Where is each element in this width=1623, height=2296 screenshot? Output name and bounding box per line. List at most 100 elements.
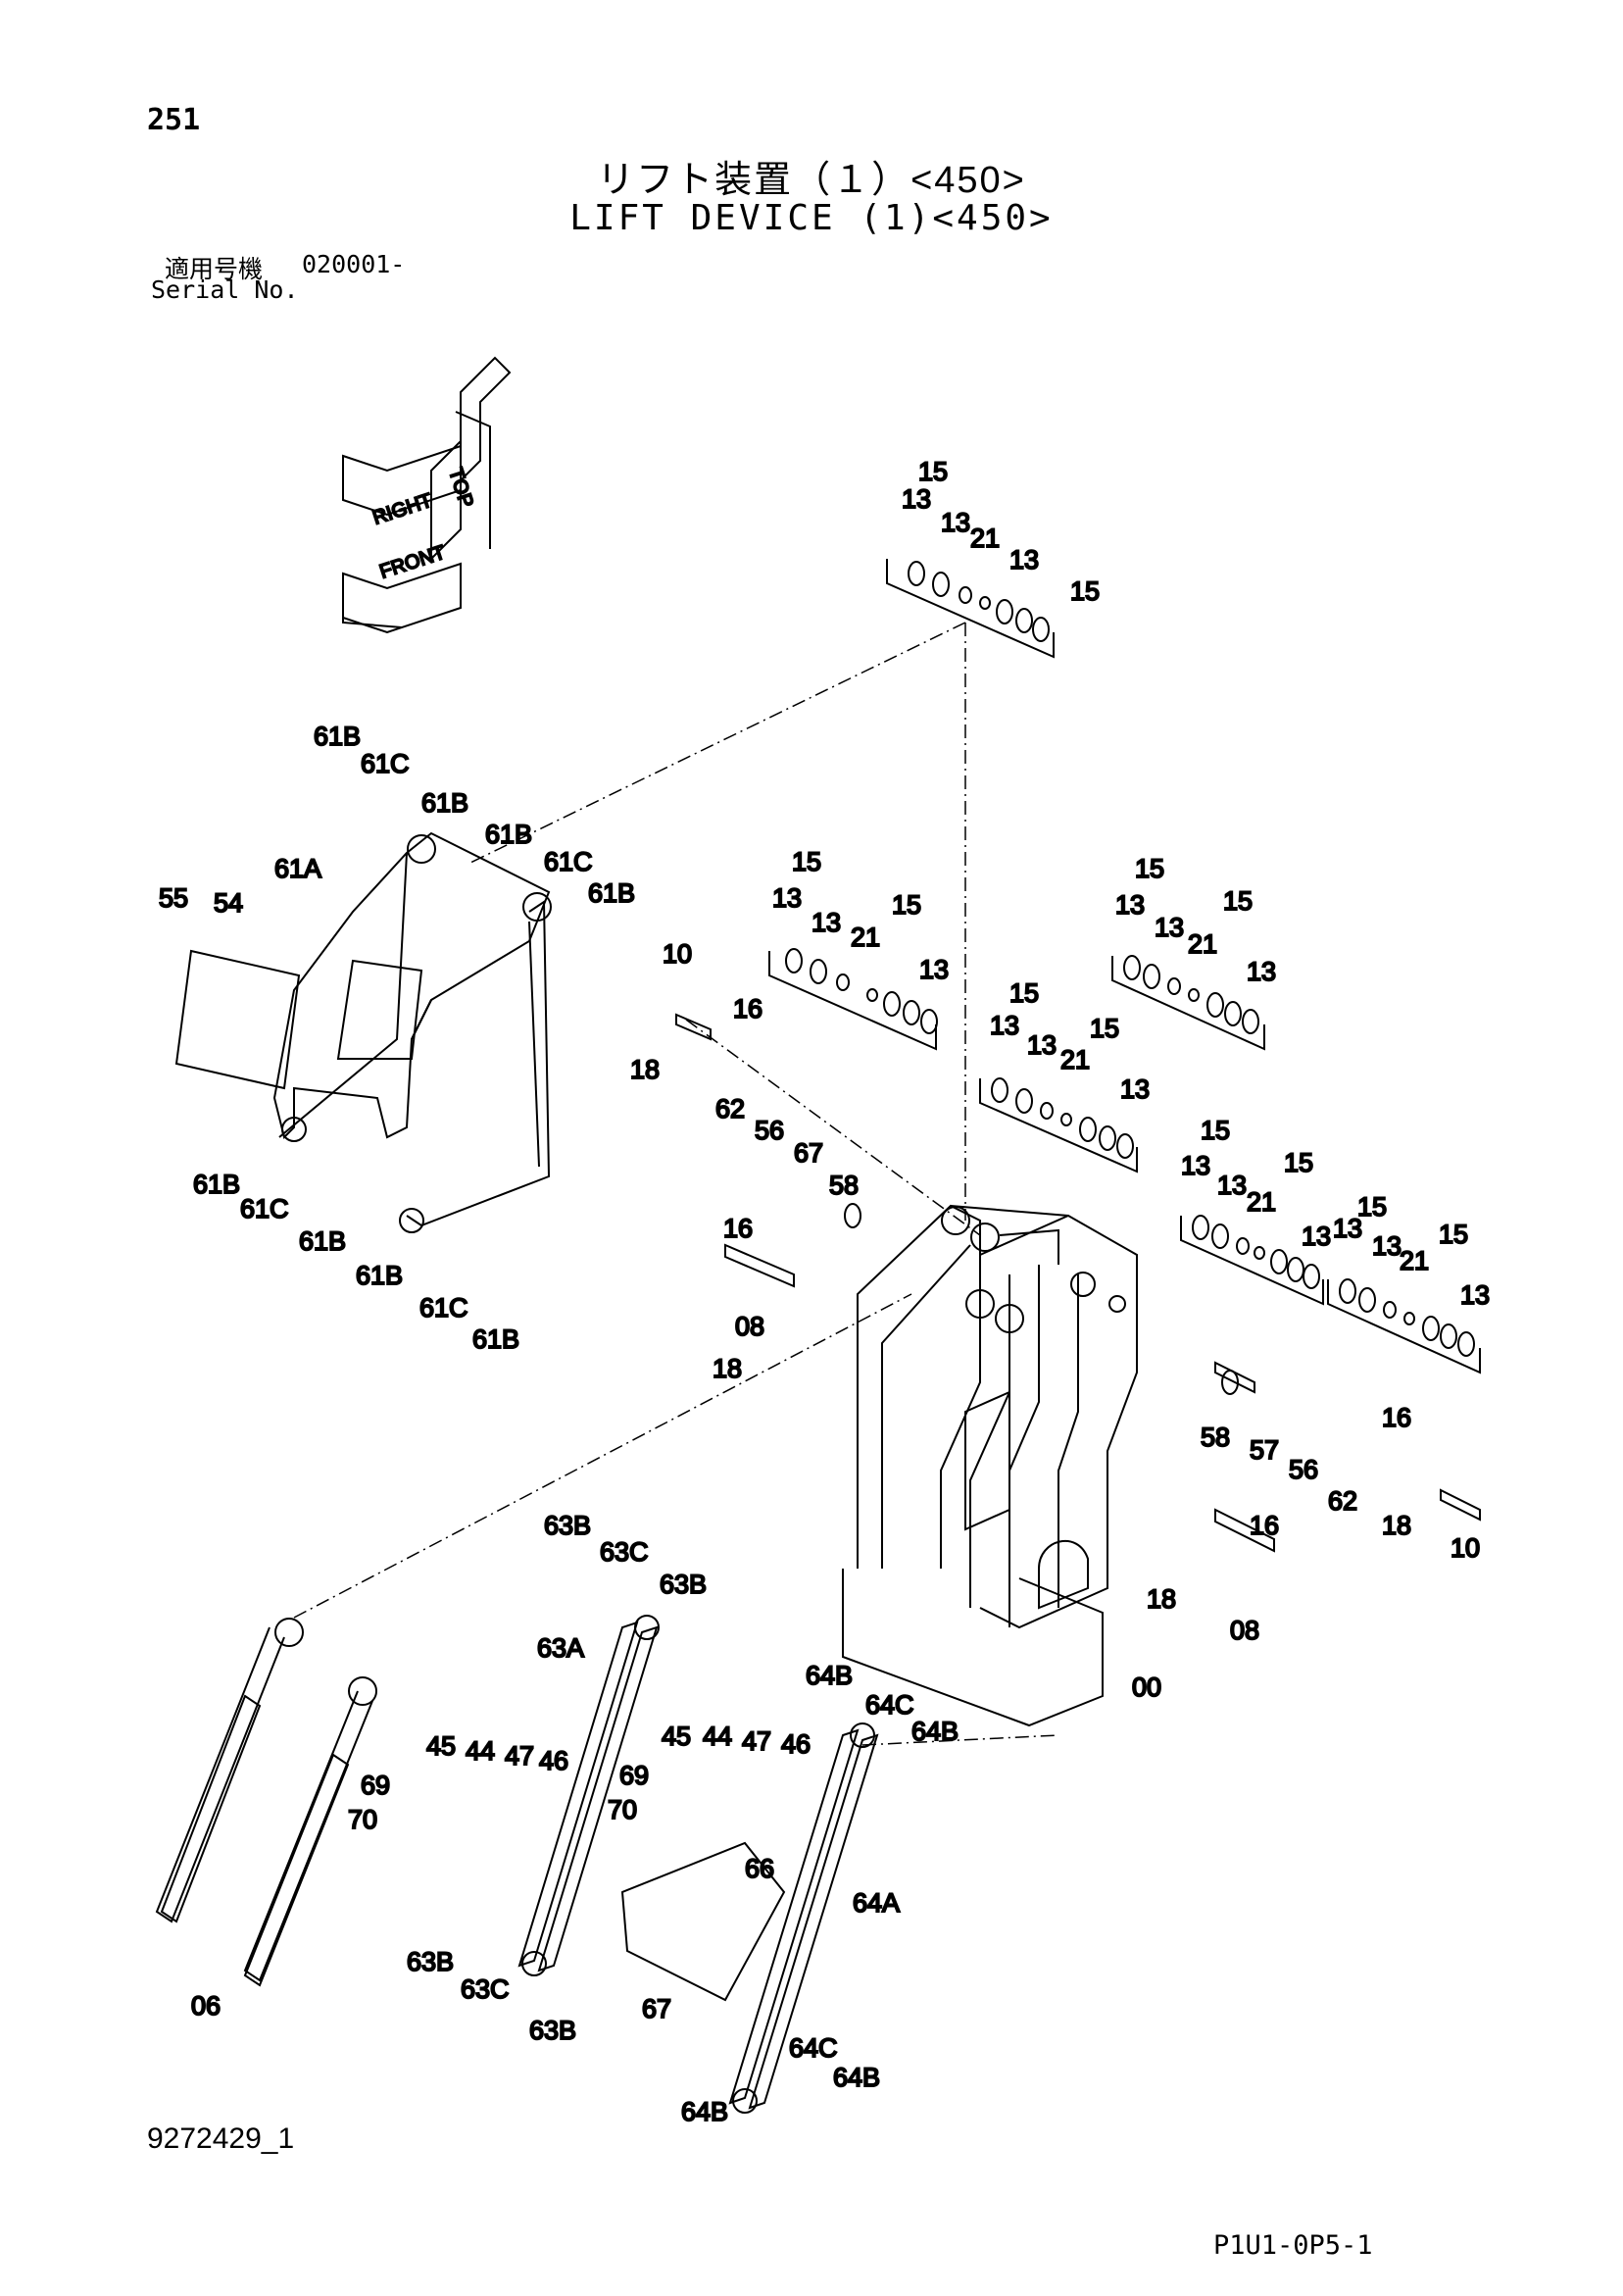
callout: 61C — [544, 847, 593, 876]
page-number: 251 — [147, 103, 201, 137]
callout: 21 — [1060, 1045, 1090, 1074]
callout: 21 — [970, 524, 1000, 553]
callout: 18 — [630, 1055, 660, 1084]
callout: 61B — [356, 1261, 403, 1290]
callout: 13 — [902, 484, 931, 514]
washer-stack-top — [886, 559, 1055, 659]
callout: 10 — [663, 939, 692, 969]
callout: 13 — [1120, 1074, 1150, 1104]
title-english: LIFT DEVICE (1)<450> — [569, 198, 1054, 238]
serial-label-japanese: 適用号機 — [165, 256, 264, 283]
callout: 15 — [792, 847, 821, 876]
callout: 13 — [1460, 1280, 1490, 1310]
callout: 13 — [772, 883, 802, 913]
callout: 64C — [865, 1690, 914, 1720]
callout: 08 — [1230, 1616, 1259, 1645]
callout: 13 — [1155, 913, 1184, 942]
callout: 54 — [214, 888, 243, 918]
callout: 21 — [851, 923, 880, 952]
washer-stack-center — [979, 1077, 1138, 1173]
callout: 61A — [274, 854, 321, 883]
callout: 13 — [1217, 1171, 1247, 1200]
hydraulic-cylinders — [155, 1618, 377, 1987]
serial-value: 020001- — [302, 250, 406, 278]
callout: 08 — [735, 1312, 764, 1341]
callout: 21 — [1188, 929, 1217, 959]
arm-63A — [517, 1615, 660, 1976]
callout: 16 — [1382, 1403, 1411, 1432]
callout: 21 — [1247, 1187, 1276, 1217]
frame-61A — [174, 831, 552, 1233]
title-japanese: リフト装置（１）<450> — [597, 160, 1026, 201]
callout: 15 — [1439, 1220, 1468, 1249]
callout: 13 — [1372, 1231, 1402, 1261]
callout: 13 — [941, 508, 970, 537]
page-code: P1U1-0P5-1 — [1213, 2230, 1373, 2261]
callout: 13 — [812, 908, 841, 937]
callout: 57 — [1250, 1435, 1279, 1465]
callout: 63A — [537, 1633, 584, 1663]
leader-lines — [293, 622, 1059, 1746]
orientation-arrows-icon — [342, 356, 512, 634]
washer-stack-right-upper — [1111, 955, 1265, 1051]
callout: 61B — [588, 878, 635, 908]
callout: 64B — [681, 2097, 728, 2126]
callout: 69 — [619, 1761, 649, 1790]
callout: 63B — [544, 1511, 591, 1540]
callout: 15 — [1284, 1148, 1313, 1177]
callout: 62 — [1328, 1486, 1357, 1516]
callout: 61B — [299, 1226, 346, 1256]
callout: 21 — [1400, 1246, 1429, 1275]
callout: 15 — [1135, 854, 1164, 883]
callout: 45 — [426, 1731, 456, 1761]
callout: 47 — [742, 1726, 771, 1756]
callout: 06 — [191, 1991, 221, 2021]
callout: 64B — [833, 2063, 880, 2092]
pins — [675, 1013, 1481, 1553]
orientation-label-right: RIGHT — [370, 490, 435, 529]
callout: 18 — [1147, 1584, 1176, 1614]
callout: 46 — [781, 1729, 811, 1759]
callout: 55 — [159, 883, 188, 913]
callout: 10 — [1451, 1533, 1480, 1563]
callout: 61B — [485, 820, 532, 849]
callout: 61B — [193, 1170, 240, 1199]
callout: 15 — [1090, 1014, 1119, 1043]
callout: 69 — [361, 1771, 390, 1800]
callout: 16 — [733, 994, 762, 1023]
callout: 70 — [348, 1805, 377, 1834]
callout: 63B — [529, 2016, 576, 2045]
callout: 15 — [918, 457, 948, 486]
plate-66 — [620, 1841, 786, 2002]
callout: 18 — [713, 1354, 742, 1383]
serial-label-english: Serial No. — [151, 275, 299, 304]
callout: 15 — [1201, 1116, 1230, 1145]
callout: 70 — [608, 1795, 637, 1824]
callout: 13 — [1027, 1030, 1057, 1060]
callout: 13 — [1333, 1214, 1362, 1243]
callout: 61B — [314, 722, 361, 751]
callout: 61B — [472, 1324, 519, 1354]
callout: 63C — [461, 1974, 510, 2004]
callout: 44 — [466, 1736, 495, 1766]
callout-labels: 15 13 13 21 13 15 61B 61C 61B 61B 61C 61… — [158, 456, 1491, 2127]
callout: 16 — [723, 1214, 753, 1243]
callout: 13 — [919, 955, 949, 984]
callout: 15 — [1357, 1192, 1387, 1222]
callout: 45 — [662, 1722, 691, 1751]
drawing-id: 9272429_1 — [147, 2122, 295, 2155]
washer-stacks — [768, 559, 1481, 1374]
callout: 58 — [1201, 1423, 1230, 1452]
callout: 62 — [715, 1094, 745, 1123]
arm-64A — [728, 1722, 879, 2114]
callout: 18 — [1382, 1511, 1411, 1540]
callout: 15 — [892, 890, 921, 920]
orientation-label-top: TOP — [444, 466, 477, 511]
callout: 63B — [660, 1570, 707, 1599]
callout: 64B — [911, 1717, 959, 1746]
callout: 13 — [1302, 1222, 1331, 1251]
callout: 61C — [240, 1194, 289, 1223]
callout: 15 — [1009, 978, 1039, 1008]
orientation-label-front: FRONT — [377, 542, 448, 583]
